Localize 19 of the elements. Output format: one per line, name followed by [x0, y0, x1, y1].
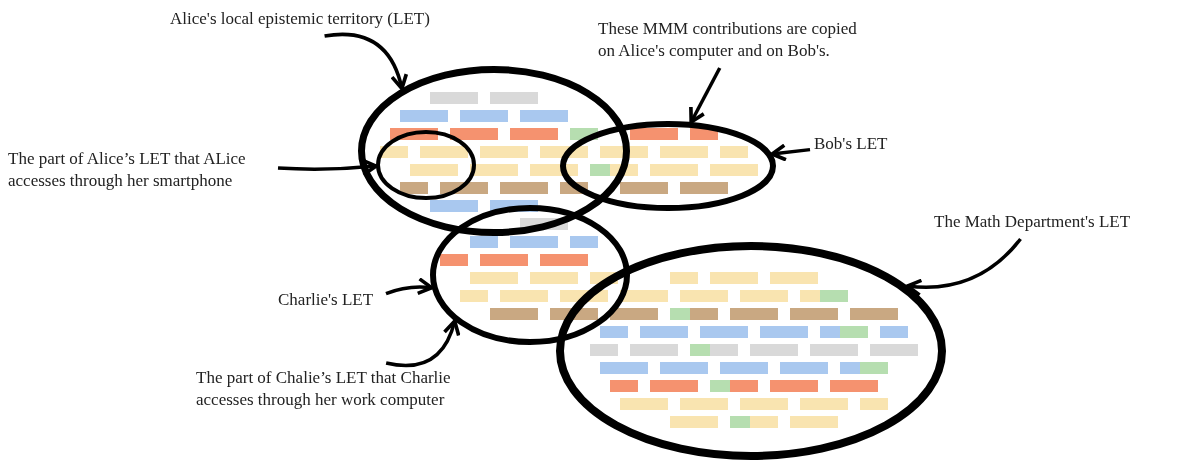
arrow — [277, 158, 378, 177]
arrow — [385, 319, 460, 368]
arrow — [770, 143, 811, 162]
ellipse-outline — [358, 66, 630, 236]
arrow — [385, 277, 434, 296]
arrow — [689, 67, 722, 124]
annotation-text: The part of Alice’s LET that ALice accesses through her smartphone — [8, 148, 274, 194]
annotation-text: The Math Department's LET — [934, 211, 1184, 235]
arrow — [905, 237, 1022, 297]
arrow — [324, 32, 408, 91]
annotation-text: The part of Chalie’s LET that Charlie accesses through her work computer — [196, 367, 488, 413]
annotation-text: Charlie's LET — [278, 289, 382, 313]
annotation-text: These MMM contributions are copied on Alice's computer and on Bob's. — [598, 18, 870, 64]
annotation-text: Bob's LET — [814, 133, 886, 157]
ellipse-outline — [560, 121, 776, 211]
annotation-text: Alice's local epistemic territory (LET) — [170, 8, 432, 32]
ellipse-outline — [556, 242, 946, 460]
ellipse-outline — [430, 205, 630, 345]
ellipse-outline — [376, 130, 476, 200]
